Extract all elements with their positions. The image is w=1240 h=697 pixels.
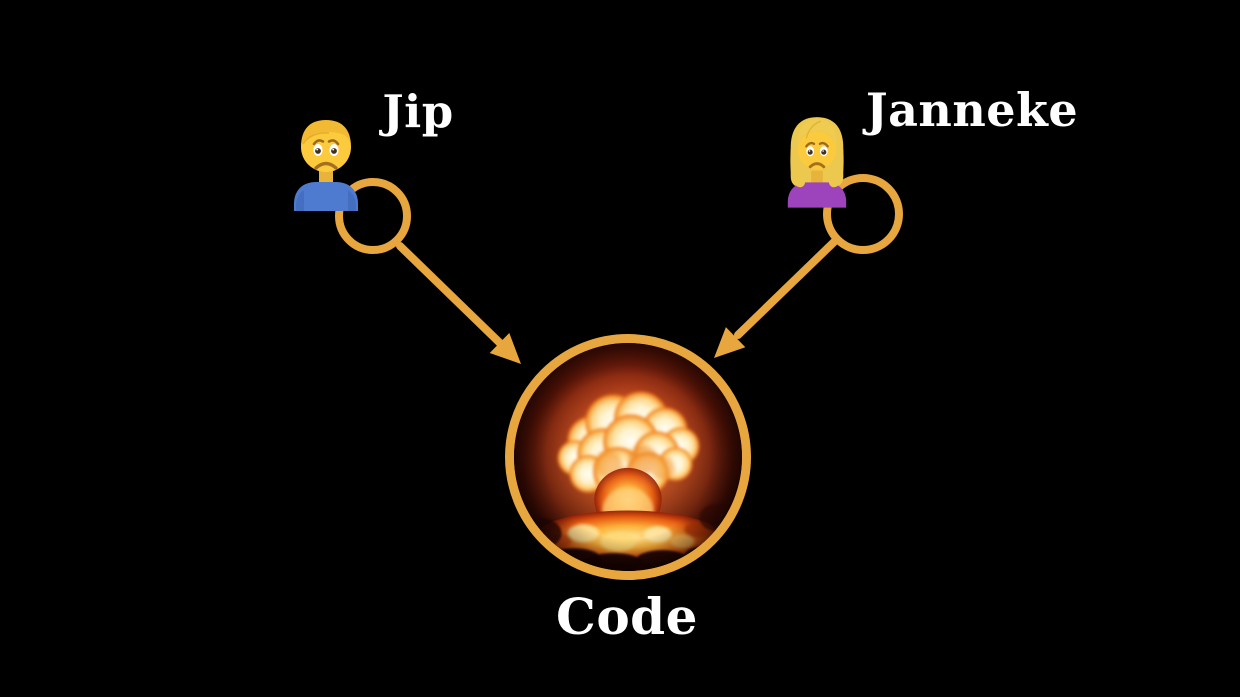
woman-neck bbox=[811, 170, 823, 185]
man-hair bbox=[301, 120, 351, 147]
woman-frown-mouth bbox=[808, 162, 826, 169]
jip-label: Jip bbox=[382, 85, 454, 138]
woman-shirt bbox=[787, 182, 847, 208]
man-left-eyebrow bbox=[312, 139, 325, 146]
woman-right-eyebrow bbox=[818, 141, 829, 148]
woman-left-eyebrow bbox=[805, 141, 816, 148]
woman-frowning-emoji bbox=[787, 117, 847, 208]
right-arrow bbox=[714, 238, 838, 358]
man-right-eyebrow bbox=[327, 139, 340, 146]
code-node-circle bbox=[505, 334, 751, 580]
janneke-label: Janneke bbox=[865, 83, 1079, 137]
woman-fringe bbox=[797, 119, 837, 150]
woman-face bbox=[798, 131, 836, 170]
code-label: Code bbox=[556, 587, 698, 646]
man-frowning-emoji bbox=[294, 120, 358, 211]
man-frown-mouth bbox=[314, 161, 338, 170]
nuclear-explosion-image bbox=[514, 343, 742, 571]
left-arrow bbox=[396, 242, 521, 364]
